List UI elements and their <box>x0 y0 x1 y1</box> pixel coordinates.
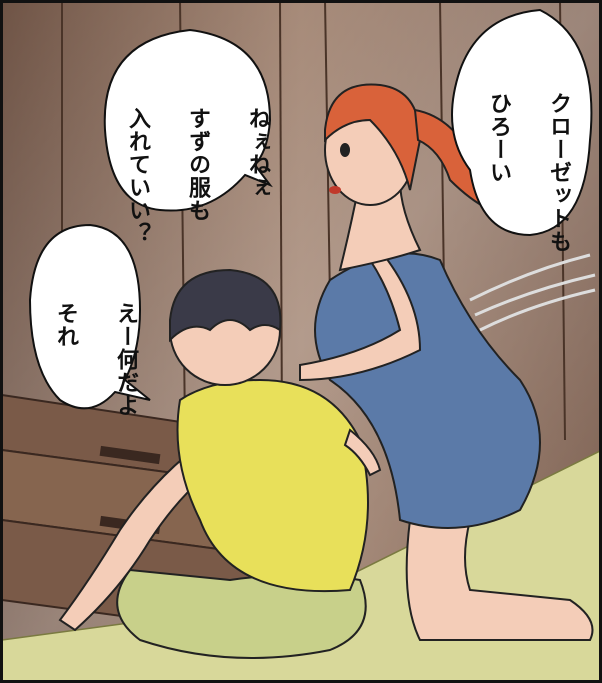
woman-speech-text: わー クローゼットも ひろーい <box>483 40 602 253</box>
woman-speech-line-3: ひろーい <box>486 92 511 184</box>
man-reply-line-1: えー何だよ <box>113 302 138 417</box>
bubble-woman-speech <box>451 8 593 237</box>
motion-lines <box>469 253 596 332</box>
woman-request-line-2: すずの服も <box>185 107 210 222</box>
man-reply-text: えー何だよ それ <box>50 250 170 417</box>
man-reply-line-2: それ <box>53 302 78 348</box>
bubble-woman-request <box>103 28 273 212</box>
woman-figure <box>299 83 594 641</box>
woman-request-line-3: 入れていい？ <box>125 107 150 245</box>
man-figure <box>58 268 382 659</box>
bubble-man-reply <box>28 223 151 410</box>
woman-speech-line-2: クローゼットも <box>546 92 571 253</box>
woman-request-line-1: ねぇねぇ <box>245 107 270 199</box>
woman-request-text: ねぇねぇ すずの服も 入れていい？ <box>122 55 302 245</box>
